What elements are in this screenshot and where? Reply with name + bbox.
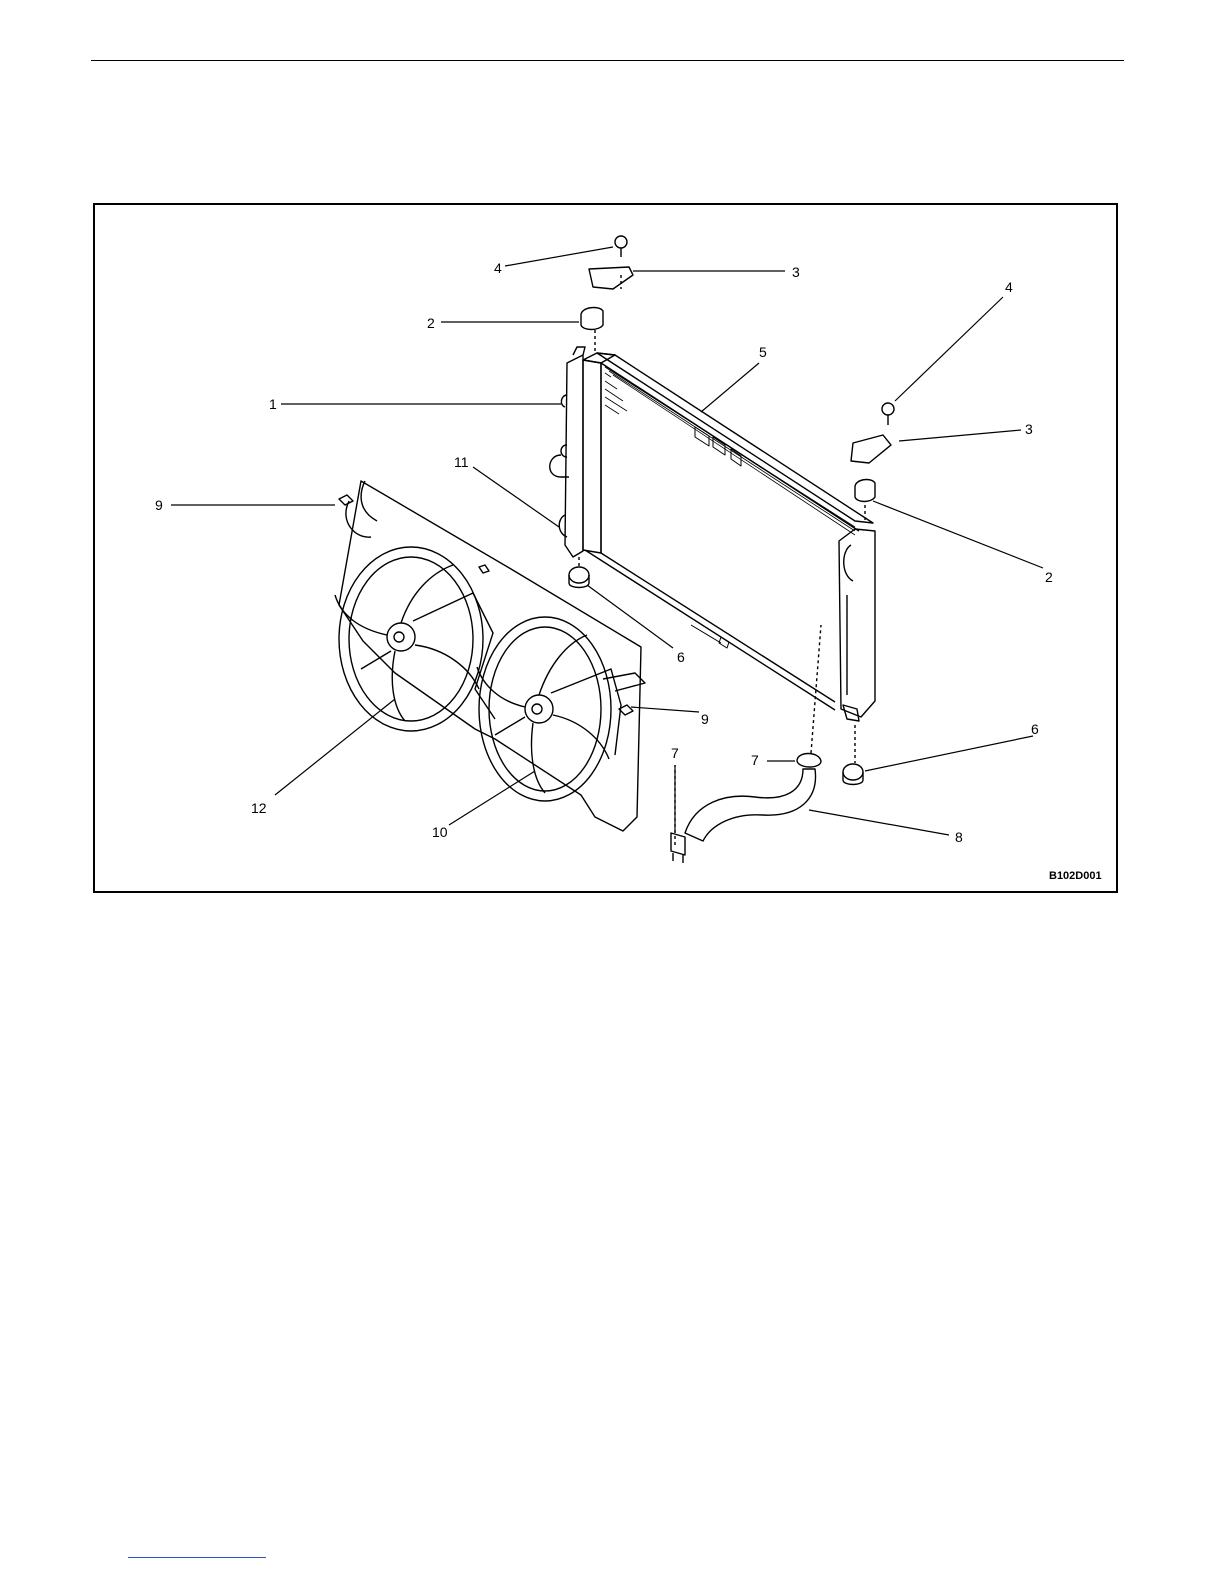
callout-6: 6 [677,649,685,665]
callout-1: 1 [269,396,277,412]
left-tank [550,347,585,557]
fan-shroud [339,481,641,831]
callout-3: 3 [1025,421,1033,437]
callout-3: 3 [792,264,800,280]
callout-7: 7 [751,752,759,768]
figure-id: B102D001 [1049,870,1102,882]
leader-lines [171,247,1043,835]
callout-4: 4 [494,260,502,276]
left-fan [335,547,495,731]
footer-link-rule[interactable] [128,1557,266,1558]
callout-4: 4 [1005,279,1013,295]
exploded-diagram-frame: 4 3 2 5 1 4 3 11 9 2 6 9 6 7 7 12 8 10 B… [93,203,1118,893]
radiator-core [583,353,873,710]
callout-12: 12 [251,800,267,816]
fan-bolts [339,495,633,715]
callout-8: 8 [955,829,963,845]
callout-2: 2 [1045,569,1053,585]
callout-9: 9 [701,711,709,727]
lower-hose [671,625,821,863]
callout-6: 6 [1031,721,1039,737]
callout-2: 2 [427,315,435,331]
callout-9: 9 [155,497,163,513]
upper-mounts-left [581,236,633,351]
lower-insulators [569,557,863,785]
callout-11: 11 [454,454,469,470]
upper-mounts-right [851,403,894,523]
header-rule [91,60,1124,61]
callout-10: 10 [432,824,448,840]
callout-5: 5 [759,344,767,360]
radiator-fan-exploded-view: 4 3 2 5 1 4 3 11 9 2 6 9 6 7 7 12 8 10 B… [95,205,1116,891]
right-tank [839,529,875,721]
callout-7: 7 [671,745,679,761]
